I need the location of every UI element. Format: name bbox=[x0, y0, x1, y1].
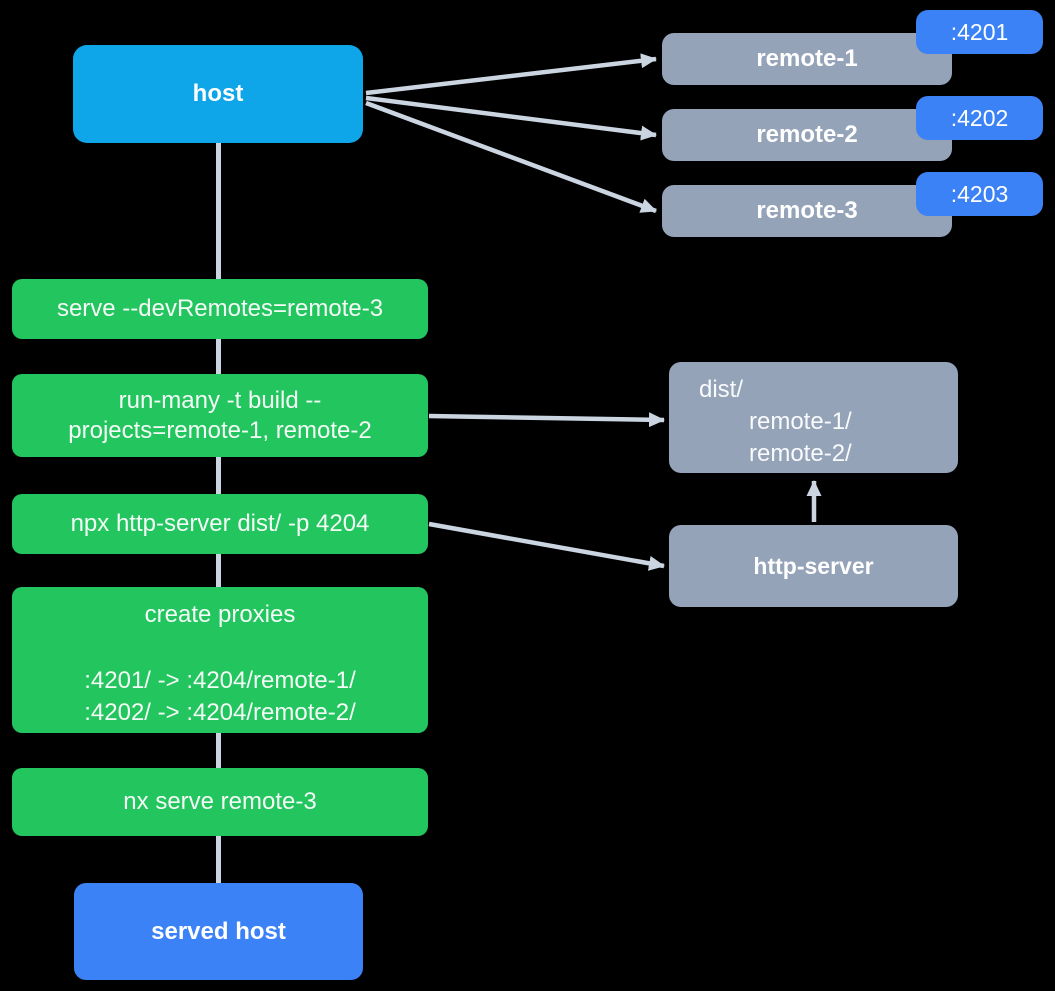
step-npx-http-server-node: npx http-server dist/ -p 4204 bbox=[12, 494, 428, 554]
step-run-many-line-2: projects=remote-1, remote-2 bbox=[68, 416, 372, 444]
step-npx-http-server-label: npx http-server dist/ -p 4204 bbox=[70, 510, 370, 537]
arrow-host-to-remote-3 bbox=[365, 100, 657, 214]
http-server-node: http-server bbox=[669, 525, 958, 607]
port-badge-4202-label: :4202 bbox=[950, 104, 1009, 131]
remote-1-node: remote-1 bbox=[662, 33, 952, 85]
arrow-npx-to-http-server bbox=[428, 521, 665, 571]
host-node: host bbox=[73, 45, 363, 143]
port-badge-4203-label: :4203 bbox=[950, 180, 1009, 207]
http-server-label: http-server bbox=[753, 552, 874, 579]
step-run-many-line-1: run-many -t build -- bbox=[118, 386, 322, 414]
port-badge-4201-label: :4201 bbox=[950, 18, 1009, 45]
arrow-host-to-remote-2 bbox=[365, 95, 657, 141]
step-serve-devremotes-node: serve --devRemotes=remote-3 bbox=[12, 279, 428, 339]
dist-folder-line-1: dist/ bbox=[699, 376, 744, 403]
dist-folder-node: dist/ remote-1/ remote-2/ bbox=[669, 362, 958, 473]
dist-folder-line-2: remote-1/ bbox=[749, 408, 852, 435]
port-badge-4202: :4202 bbox=[916, 96, 1043, 140]
host-label: host bbox=[192, 80, 244, 107]
served-host-label: served host bbox=[151, 917, 286, 945]
port-badge-4201: :4201 bbox=[916, 10, 1043, 54]
arrow-run-many-to-dist bbox=[428, 412, 665, 428]
step-serve-devremotes-label: serve --devRemotes=remote-3 bbox=[56, 295, 384, 322]
proxy-mapping-1: :4201/ -> :4204/remote-1/ bbox=[84, 667, 356, 694]
proxy-mapping-2: :4202/ -> :4204/remote-2/ bbox=[84, 699, 356, 726]
served-host-node: served host bbox=[74, 883, 363, 980]
create-proxies-title: create proxies bbox=[144, 601, 296, 628]
remote-2-node: remote-2 bbox=[662, 109, 952, 161]
arrow-host-to-remote-1 bbox=[365, 53, 657, 96]
step-nx-serve-remote-3-node: nx serve remote-3 bbox=[12, 768, 428, 836]
remote-3-label: remote-3 bbox=[756, 197, 858, 224]
remote-1-label: remote-1 bbox=[756, 45, 858, 72]
step-nx-serve-remote-3-label: nx serve remote-3 bbox=[123, 788, 317, 815]
remote-2-label: remote-2 bbox=[756, 121, 858, 148]
remote-3-node: remote-3 bbox=[662, 185, 952, 237]
step-run-many-build-node: run-many -t build -- projects=remote-1, … bbox=[12, 374, 428, 457]
dist-folder-line-3: remote-2/ bbox=[749, 440, 852, 467]
step-create-proxies-node: create proxies :4201/ -> :4204/remote-1/… bbox=[12, 587, 428, 733]
port-badge-4203: :4203 bbox=[916, 172, 1043, 216]
